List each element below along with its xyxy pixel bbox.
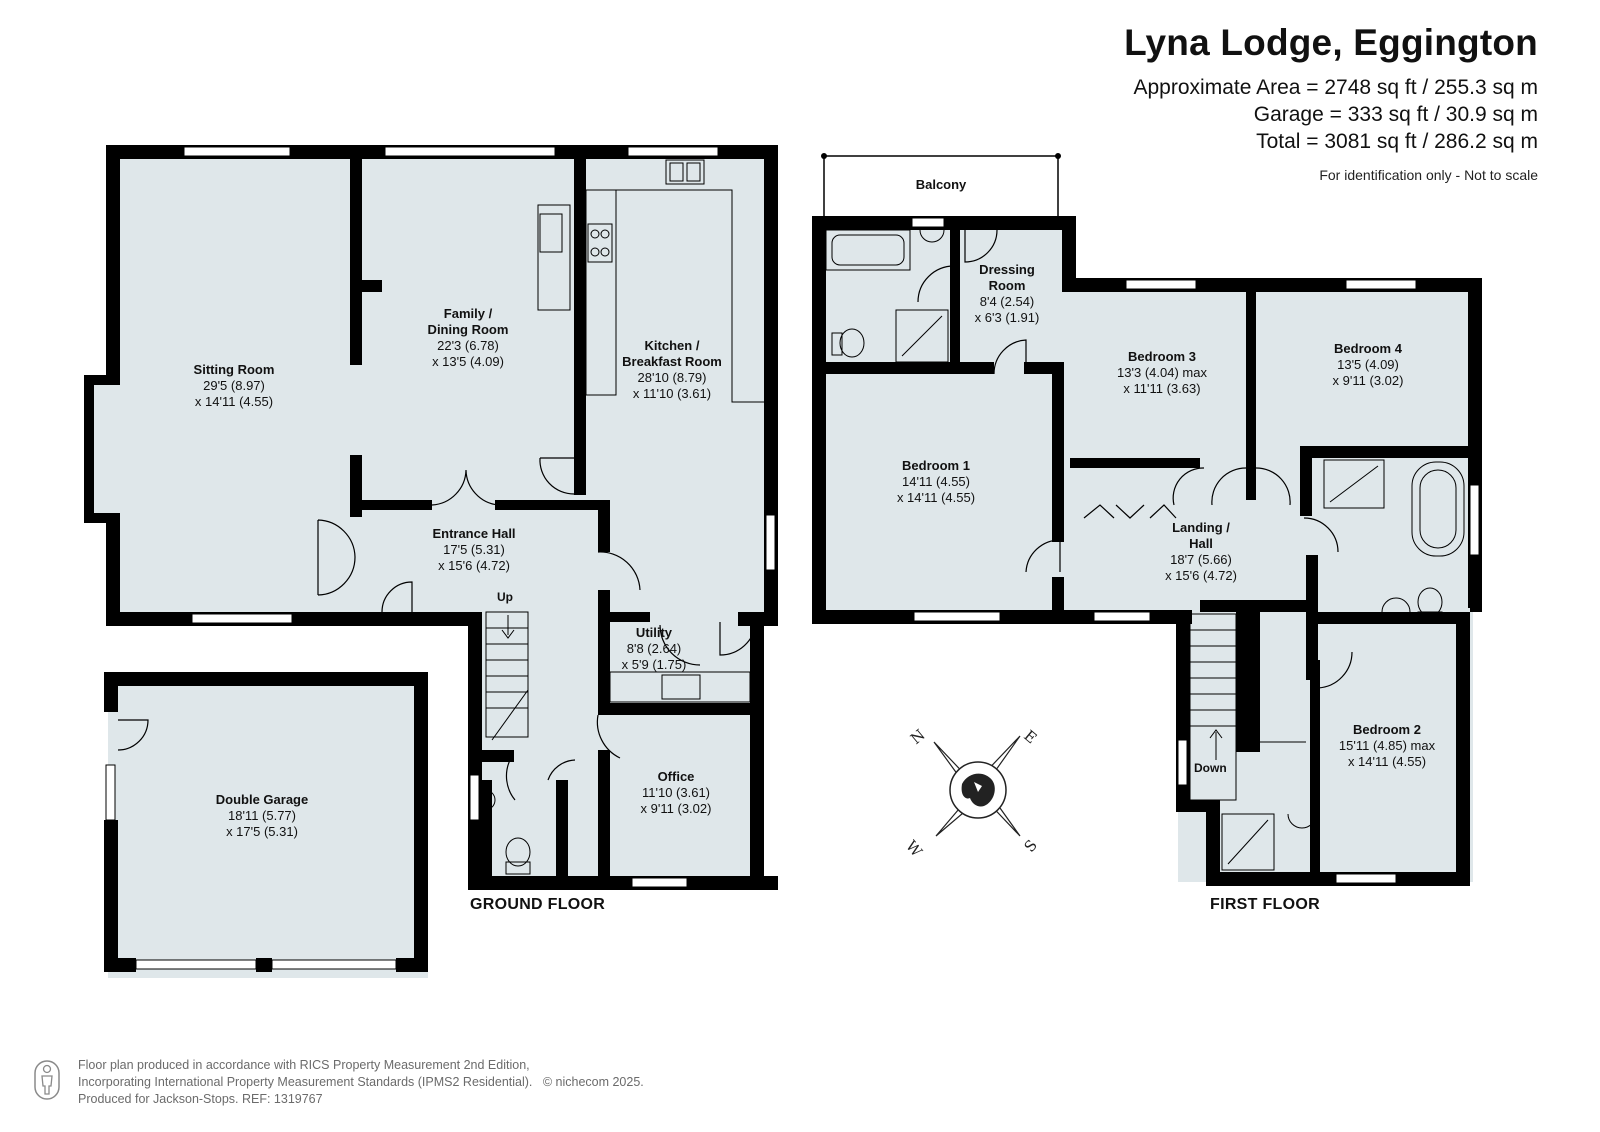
- room-name: Breakfast Room: [622, 354, 722, 369]
- room-dimension: 28'10 (8.79): [637, 370, 707, 385]
- room-name: Entrance Hall: [432, 526, 516, 541]
- room-name: Bedroom 4: [1334, 341, 1402, 356]
- room-balcony: Balcony: [916, 177, 967, 193]
- room-name: Balcony: [915, 177, 967, 192]
- room-dimension: x 13'5 (4.09): [432, 354, 504, 369]
- room-bedroom-2: Bedroom 2 15'11 (4.85) max x 14'11 (4.55…: [1339, 722, 1435, 770]
- room-bedroom-4: Bedroom 4 13'5 (4.09) x 9'11 (3.02): [1333, 341, 1404, 389]
- person-logo-icon: [34, 1060, 60, 1100]
- ground-floor-label: GROUND FLOOR: [470, 896, 606, 913]
- footer-line: Produced for Jackson-Stops. REF: 1319767: [78, 1092, 323, 1106]
- room-dimension: 18'11 (5.77): [227, 808, 296, 823]
- footer-copyright: © nichecom 2025.: [542, 1075, 644, 1089]
- room-landing-hall: Landing / Hall 18'7 (5.66) x 15'6 (4.72): [1165, 520, 1237, 584]
- room-dimension: x 9'11 (3.02): [1332, 373, 1404, 388]
- room-dimension: 18'7 (5.66): [1170, 552, 1232, 567]
- first-floor-plan: [812, 153, 1482, 886]
- room-entrance-hall: Entrance Hall 17'5 (5.31) x 15'6 (4.72): [432, 526, 515, 574]
- ground-floor-plan: [84, 145, 778, 978]
- room-dimension: 13'3 (4.04) max: [1117, 365, 1207, 380]
- room-dimension: x 15'6 (4.72): [1165, 568, 1237, 583]
- room-office: Office 11'10 (3.61) x 9'11 (3.02): [641, 769, 712, 817]
- footer-line: Incorporating International Property Mea…: [78, 1074, 644, 1091]
- footer-ipms-text: Incorporating International Property Mea…: [78, 1075, 533, 1089]
- room-dressing-room: Dressing Room 8'4 (2.54) x 6'3 (1.91): [975, 262, 1040, 326]
- room-dimension: x 17'5 (5.31): [226, 824, 298, 839]
- room-dimension: x 14'11 (4.55): [194, 394, 274, 409]
- room-dimension: x 14'11 (4.55): [1347, 754, 1427, 769]
- room-dimension: 15'11 (4.85) max: [1338, 738, 1436, 753]
- room-dimension: x 9'11 (3.02): [640, 801, 712, 816]
- room-dimension: 29'5 (8.97): [203, 378, 265, 393]
- room-dimension: x 5'9 (1.75): [621, 657, 687, 672]
- stairs-up-label: Up: [497, 590, 513, 604]
- first-floor-label: FIRST FLOOR: [1210, 896, 1320, 913]
- room-dimension: 8'8 (2.64): [626, 641, 682, 656]
- room-name: Bedroom 3: [1128, 349, 1196, 364]
- room-sitting-room: Sitting Room 29'5 (8.97) x 14'11 (4.55): [194, 362, 275, 410]
- room-dimension: 17'5 (5.31): [443, 542, 505, 557]
- garage-area-text: Garage = 333 sq ft / 30.9 sq m: [1253, 103, 1538, 126]
- room-family-dining: Family / Dining Room 22'3 (6.78) x 13'5 …: [428, 306, 509, 370]
- room-utility: Utility 8'8 (2.64) x 5'9 (1.75): [622, 625, 687, 673]
- room-double-garage: Double Garage 18'11 (5.77) x 17'5 (5.31): [216, 792, 308, 840]
- room-dimension: 13'5 (4.09): [1337, 357, 1399, 372]
- compass-icon: [933, 735, 1021, 837]
- room-name: Landing /: [1172, 520, 1230, 535]
- approx-area-text: Approximate Area = 2748 sq ft / 255.3 sq…: [1133, 76, 1539, 99]
- room-name: Dining Room: [427, 322, 509, 337]
- room-dimension: x 6'3 (1.91): [974, 310, 1040, 325]
- total-area-text: Total = 3081 sq ft / 286.2 sq m: [1256, 130, 1538, 153]
- footer-line: Floor plan produced in accordance with R…: [78, 1058, 530, 1072]
- room-name: Family /: [443, 306, 493, 321]
- room-bedroom-3: Bedroom 3 13'3 (4.04) max x 11'11 (3.63): [1117, 349, 1207, 397]
- room-dimension: x 11'11 (3.63): [1123, 381, 1201, 396]
- room-name: Sitting Room: [193, 362, 275, 377]
- room-bedroom-1: Bedroom 1 14'11 (4.55) x 14'11 (4.55): [897, 458, 975, 506]
- room-name: Kitchen /: [644, 338, 700, 353]
- room-dimension: 14'11 (4.55): [901, 474, 970, 489]
- room-kitchen-breakfast: Kitchen / Breakfast Room 28'10 (8.79) x …: [622, 338, 722, 402]
- room-name: Hall: [1189, 536, 1213, 551]
- room-dimension: x 15'6 (4.72): [438, 558, 510, 573]
- room-name: Double Garage: [215, 792, 309, 807]
- room-name: Bedroom 1: [902, 458, 970, 473]
- room-name: Bedroom 2: [1353, 722, 1421, 737]
- room-name: Office: [657, 769, 695, 784]
- page-title: Lyna Lodge, Eggington: [1124, 22, 1538, 63]
- room-name: Utility: [635, 625, 673, 640]
- stairs-down-label: Down: [1194, 761, 1227, 775]
- room-name: Room: [988, 278, 1026, 293]
- room-dimension: 22'3 (6.78): [437, 338, 499, 353]
- footer-text: Floor plan produced in accordance with R…: [78, 1057, 644, 1108]
- room-dimension: 11'10 (3.61): [641, 785, 711, 800]
- room-name: Dressing: [979, 262, 1035, 277]
- room-dimension: x 11'10 (3.61): [632, 386, 712, 401]
- room-dimension: x 14'11 (4.55): [896, 490, 976, 505]
- room-dimension: 8'4 (2.54): [979, 294, 1035, 309]
- scale-note: For identification only - Not to scale: [1319, 167, 1538, 183]
